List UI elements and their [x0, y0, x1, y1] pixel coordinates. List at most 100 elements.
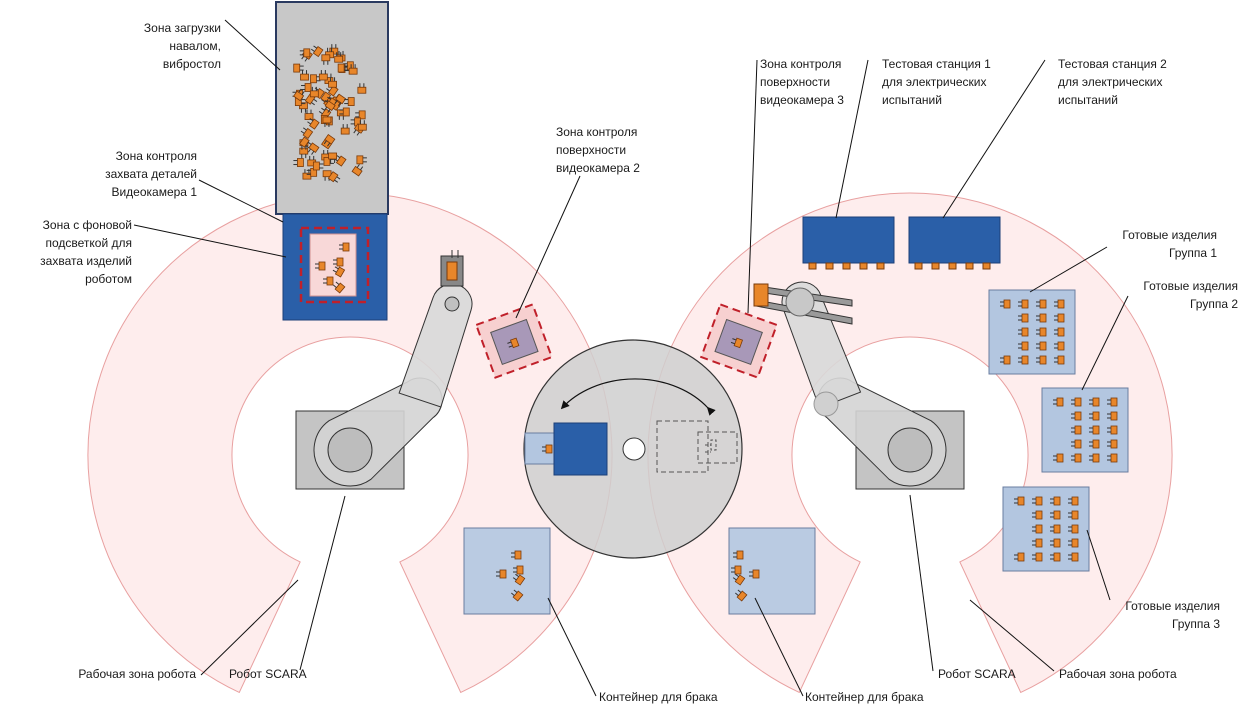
feeder-part-icon — [299, 136, 312, 149]
part-pin — [333, 284, 337, 288]
finished-part-icon — [1032, 496, 1043, 506]
finished-part-icon — [1032, 510, 1043, 520]
part-body — [1110, 453, 1118, 463]
feeder-part-icon — [304, 109, 314, 121]
feeder-part-icon — [324, 100, 336, 113]
part-body — [1003, 299, 1011, 309]
right-gripper-part-icon — [753, 283, 769, 307]
part-body — [1017, 552, 1025, 562]
finished-part-icon — [1036, 341, 1047, 351]
reject-part-icon — [749, 569, 760, 579]
test-socket-icon — [914, 262, 923, 270]
part-body — [318, 73, 328, 81]
part-body — [320, 91, 332, 103]
feeder-part-icon — [357, 83, 367, 94]
part-body — [326, 276, 334, 286]
backlight-part-icon — [332, 266, 346, 278]
part-pin — [737, 589, 742, 593]
part-body — [309, 90, 319, 98]
rotary-station-ghost — [656, 420, 709, 473]
finished_group_2-label-line: Группа 2 — [1190, 297, 1238, 311]
part-body — [1092, 397, 1100, 407]
finished-part-icon — [1053, 397, 1064, 407]
finished-part-icon — [1089, 411, 1100, 421]
leader-line — [835, 59, 869, 219]
feeder-part-icon — [356, 155, 367, 165]
camera3-zone-part-icon — [730, 337, 744, 349]
reject-part-icon — [496, 569, 507, 579]
part-pin — [311, 102, 315, 106]
part-body — [1053, 538, 1061, 548]
camera2-zone — [474, 303, 554, 379]
part-pin — [327, 96, 331, 100]
part-body — [1071, 552, 1079, 562]
part-body — [297, 158, 304, 167]
finished-part-icon — [1071, 425, 1082, 435]
feeder-part-icon — [348, 64, 358, 75]
grip_control-label-line: захвата деталей — [105, 167, 197, 181]
part-pin — [307, 121, 312, 125]
part-body — [335, 155, 347, 167]
part-pin — [508, 345, 513, 348]
finished-part-icon — [1050, 496, 1061, 506]
finished-part-icon — [1032, 552, 1043, 562]
part-body — [318, 261, 326, 271]
feeder-part-icon — [351, 164, 364, 177]
part-body — [309, 118, 320, 130]
part-pin — [311, 150, 315, 155]
reject-part-icon — [512, 573, 526, 586]
part-body — [1074, 453, 1082, 463]
part-body — [1110, 439, 1118, 449]
part-pin — [732, 577, 737, 581]
finished-part-icon — [1089, 453, 1100, 463]
part-pin — [335, 281, 340, 285]
feeder-part-icon — [300, 70, 309, 81]
test-socket-icon — [808, 262, 817, 270]
backlight_zone-label-line: захвата изделий — [40, 254, 132, 268]
part-body — [312, 161, 320, 171]
part-body — [324, 134, 336, 145]
feeder-part-icon — [328, 77, 337, 88]
finished-part-icon — [1050, 524, 1061, 534]
part-pin — [307, 148, 311, 153]
part-pin — [304, 57, 308, 62]
part-body — [1053, 496, 1061, 506]
finished-part-icon — [1068, 510, 1079, 520]
finished-part-icon — [1036, 355, 1047, 365]
test-socket-icon — [982, 262, 991, 270]
part-pin — [302, 127, 307, 131]
finished-part-icon — [1107, 439, 1118, 449]
part-body — [733, 337, 744, 349]
part-body — [1035, 524, 1043, 534]
reject_left-label-line: Контейнер для брака — [599, 690, 718, 704]
part-body — [304, 83, 312, 92]
test_station_2-label-line: Тестовая станция 2 — [1058, 57, 1167, 71]
part-body — [1074, 397, 1082, 407]
robot_zone_right-label-line: Рабочая зона робота — [1059, 667, 1177, 681]
robot_zone_left-label-line: Рабочая зона робота — [78, 667, 196, 681]
part-body — [327, 85, 339, 97]
feeder-part-icon — [312, 161, 324, 171]
part-body — [1035, 510, 1043, 520]
part-pin — [309, 118, 314, 122]
rotary-nest-ghost — [697, 431, 738, 464]
leader-line — [747, 59, 758, 314]
finished-part-icon — [1054, 313, 1065, 323]
part-body — [334, 55, 344, 63]
feeder-part-icon — [299, 48, 311, 58]
feeder-part-icon — [318, 70, 328, 81]
reject_right-label-line: Контейнер для брака — [805, 690, 924, 704]
finished-part-icon — [1036, 299, 1047, 309]
part-body — [1021, 341, 1029, 351]
part-body — [514, 550, 522, 560]
finished-part-icon — [1068, 496, 1079, 506]
part-body — [358, 110, 366, 120]
part-body — [1021, 327, 1029, 337]
finished-part-icon — [1036, 327, 1047, 337]
part-body — [736, 550, 744, 560]
part-body — [304, 113, 314, 121]
test-socket-icon — [825, 262, 834, 270]
leader-line — [547, 597, 597, 697]
finished-part-icon — [1054, 341, 1065, 351]
part-body — [752, 569, 760, 579]
